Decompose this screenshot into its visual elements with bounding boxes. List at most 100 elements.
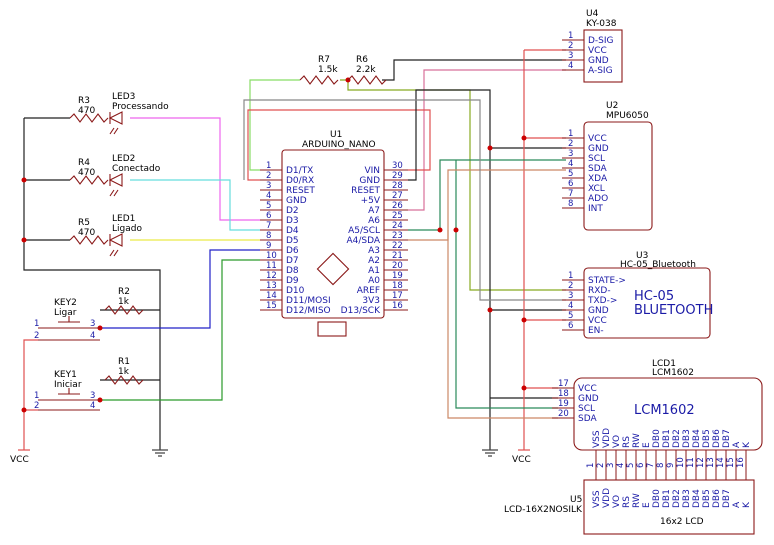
pin-name: EN-	[588, 326, 604, 336]
junction	[521, 385, 527, 391]
pin-name: DB5	[702, 489, 712, 508]
pin-number: 3	[568, 51, 573, 61]
junction	[21, 237, 27, 243]
pin-name: DB3	[682, 489, 692, 508]
pin-number: 17	[392, 291, 403, 301]
u3-big1: HC-05	[634, 289, 674, 304]
pin-number: 17	[558, 379, 569, 389]
pin-name: DB1	[662, 429, 672, 448]
pin-number: 10	[266, 251, 277, 261]
wire-vcc-key2	[23, 339, 38, 450]
pin-name: RESET	[286, 186, 315, 196]
r5-value: 470	[78, 228, 95, 238]
pin-number: 29	[392, 171, 403, 181]
pin-number: 2	[568, 41, 573, 51]
r7-value: 1.5k	[318, 65, 338, 75]
junction	[21, 407, 27, 413]
resistor-r5: R5 470	[69, 218, 109, 245]
pin-name: DB0	[652, 429, 662, 448]
lcd1-bottom-pins: VSS1VDD2VO3RS4RW5E6DB07DB18DB29DB310DB41…	[586, 428, 752, 470]
pin-number: 4	[568, 61, 573, 71]
gnd-left-symbol	[152, 449, 168, 457]
svg-text:1: 1	[34, 319, 39, 329]
pin-number: 11	[686, 457, 696, 468]
pin-name: A	[732, 501, 742, 508]
u2-part: MPU6050	[606, 111, 649, 121]
u3-ref: U3	[636, 251, 648, 261]
pin-number: 30	[392, 161, 403, 171]
wire-tx-r7	[249, 79, 300, 171]
junctions	[21, 77, 527, 413]
pin-number: 2	[266, 171, 271, 181]
pin-number: 12	[266, 271, 277, 281]
pin-number: 19	[392, 271, 403, 281]
pin-number: 25	[392, 211, 403, 221]
key2: 12 34 KEY2 Ligar	[34, 298, 100, 341]
u5-inner: 16x2 LCD	[660, 517, 704, 527]
wires	[23, 49, 566, 450]
r2-ref: R2	[118, 287, 130, 297]
pin-name: D3	[286, 216, 299, 226]
pin-name: DB2	[672, 429, 682, 448]
pin-name: DB3	[682, 429, 692, 448]
pin-name: A4/SDA	[346, 236, 380, 246]
pin-name: XCL	[588, 184, 605, 194]
pin-name: D10	[286, 286, 305, 296]
u3-part: HC-05_Bluetooth	[620, 260, 696, 270]
pin-name: DB6	[712, 429, 722, 448]
pin-number: 18	[392, 281, 403, 291]
pin-number: 4	[568, 159, 573, 169]
u5-part: LCD-16X2NOSILK	[504, 505, 583, 515]
pin-number: 12	[696, 457, 706, 468]
pin-name: RXD-	[588, 286, 611, 296]
vcc-right: VCC	[512, 449, 531, 465]
pin-name: D12/MISO	[286, 306, 331, 316]
pin-number: 19	[558, 399, 569, 409]
wire-sda-lcd	[447, 230, 558, 419]
pin-name: GND	[286, 196, 307, 206]
pin-number: 9	[666, 463, 676, 468]
led1: LED1 Ligado	[108, 214, 142, 257]
pin-name: VCC	[588, 46, 607, 56]
led3-ref: LED3	[112, 92, 135, 102]
svg-text:4: 4	[90, 331, 95, 341]
pin-name: E	[642, 442, 652, 448]
pin-name: A0	[368, 276, 380, 286]
svg-text:2: 2	[34, 401, 39, 411]
svg-text:3: 3	[90, 319, 95, 329]
pin-number: 3	[568, 149, 573, 159]
pin-name: K	[742, 501, 752, 508]
r5-ref: R5	[78, 218, 90, 228]
pin-name: RS	[622, 436, 632, 448]
pin-number: 5	[266, 201, 271, 211]
pin-name: VCC	[588, 134, 607, 144]
pin-number: 2	[568, 281, 573, 291]
pin-number: 7	[646, 463, 656, 468]
pin-name: A5/SCL	[348, 226, 380, 236]
pin-name: VSS	[592, 430, 602, 448]
pin-name: A2	[368, 256, 380, 266]
vcc-left-label: VCC	[10, 455, 29, 465]
junction	[21, 177, 27, 183]
svg-text:4: 4	[90, 401, 95, 411]
pin-name: SCL	[588, 154, 605, 164]
pin-number: 3	[266, 181, 271, 191]
pin-name: VO	[612, 495, 622, 508]
pin-name: A1	[368, 266, 380, 276]
pin-name: VSS	[592, 490, 602, 508]
pin-number: 3	[606, 463, 616, 468]
led3: LED3 Processando	[108, 92, 169, 135]
wire-key2-d6	[100, 249, 260, 329]
u4-part: KY-038	[586, 19, 617, 29]
pin-name: +5V	[361, 196, 381, 206]
pin-number: 5	[568, 169, 573, 179]
lcd1-part: LCM1602	[652, 368, 694, 378]
pin-name: DB6	[712, 489, 722, 508]
pin-name: A3	[368, 246, 380, 256]
wire-a7-asig	[408, 69, 566, 211]
lcd1-big: LCM1602	[634, 403, 695, 418]
